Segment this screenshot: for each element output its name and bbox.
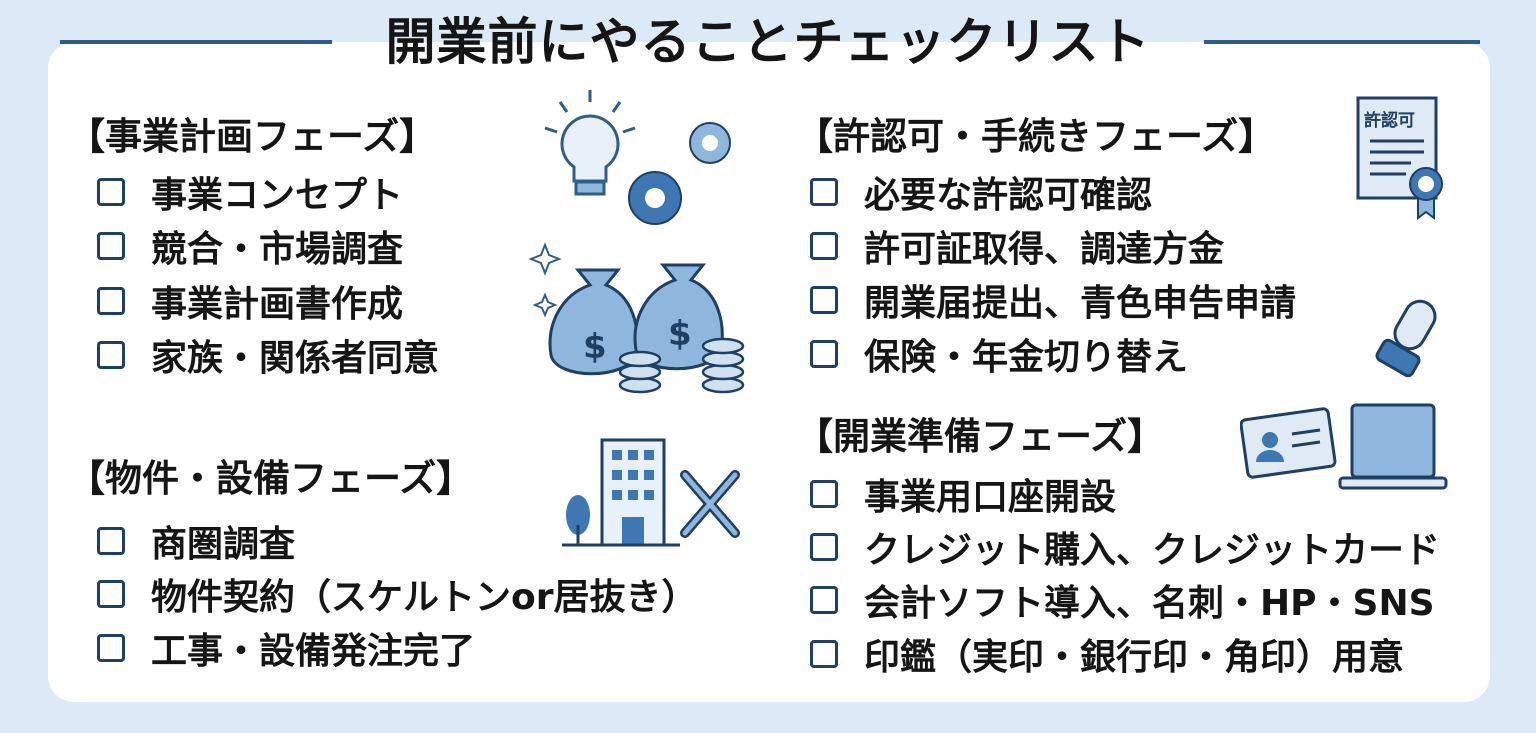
title-rule-left [60, 40, 332, 44]
checklist-item[interactable]: 許可証取得、調達方金 [810, 220, 1224, 272]
checklist-item[interactable]: 印鑑（実印・銀行印・角印）用意 [810, 628, 1404, 680]
section-heading-property: 【物件・設備フェーズ】 [68, 457, 474, 500]
checkbox[interactable] [97, 527, 125, 555]
lightbulb-gears-icon [544, 90, 731, 225]
checkbox[interactable] [97, 178, 125, 206]
checkbox[interactable] [97, 287, 125, 315]
item-label: 物件契約（スケルトンor居抜き） [151, 577, 698, 618]
item-label: 事業計画書作成 [151, 284, 404, 325]
checkbox[interactable] [810, 640, 838, 668]
checklist-item[interactable]: 会計ソフト導入、名刺・HP・SNS [810, 574, 1435, 626]
checkbox[interactable] [810, 340, 838, 368]
checkbox[interactable] [97, 341, 125, 369]
checkbox[interactable] [810, 480, 838, 508]
item-label: クレジット購入、クレジットカード [864, 530, 1441, 571]
certificate-label: 許認可 [1364, 111, 1415, 131]
item-label: 事業用口座開設 [864, 477, 1117, 518]
certificate-icon: 許認可 [1356, 96, 1443, 220]
checkbox[interactable] [97, 232, 125, 260]
checklist-item[interactable]: 商圏調査 [97, 515, 295, 567]
item-label: 商圏調査 [151, 524, 296, 565]
checkbox[interactable] [810, 586, 838, 614]
id-card-laptop-icon [1240, 403, 1448, 490]
checkbox[interactable] [810, 533, 838, 561]
page-title-text: 開業前にやることチェックリスト [385, 13, 1151, 71]
item-label: 印鑑（実印・銀行印・角印）用意 [864, 637, 1405, 678]
checklist-item[interactable]: 事業計画書作成 [97, 275, 403, 327]
checklist-item[interactable]: クレジット購入、クレジットカード [810, 521, 1440, 573]
checklist-item[interactable]: 工事・設備発注完了 [97, 622, 475, 674]
page-title: 開業前にやることチェックリスト [0, 2, 1536, 74]
item-label: 保険・年金切り替え [864, 337, 1189, 378]
checklist-item[interactable]: 事業コンセプト [97, 166, 403, 218]
checkbox[interactable] [810, 232, 838, 260]
item-label: 必要な許認可確認 [864, 175, 1153, 216]
checklist-item[interactable]: 事業用口座開設 [810, 468, 1116, 520]
item-label: 競合・市場調査 [151, 229, 404, 270]
item-label: 家族・関係者同意 [151, 338, 440, 379]
svg-text:$: $ [668, 314, 692, 354]
checklist-item[interactable]: 物件契約（スケルトンor居抜き） [97, 568, 698, 620]
section-heading-permits: 【許認可・手続きフェーズ】 [796, 115, 1276, 158]
item-label: 工事・設備発注完了 [151, 631, 476, 672]
building-tools-icon [562, 438, 740, 547]
checkbox[interactable] [97, 634, 125, 662]
checklist-item[interactable]: 競合・市場調査 [97, 220, 403, 272]
checklist-card [48, 42, 1490, 702]
stamp-icon [1375, 299, 1437, 378]
title-rule-right [1204, 40, 1480, 44]
item-label: 許可証取得、調達方金 [864, 229, 1225, 270]
checklist-item[interactable]: 保険・年金切り替え [810, 328, 1188, 380]
checklist-item[interactable]: 開業届提出、青色申告申請 [810, 274, 1296, 326]
checkbox[interactable] [810, 178, 838, 206]
checkbox[interactable] [810, 286, 838, 314]
item-label: 開業届提出、青色申告申請 [864, 283, 1297, 324]
section-heading-business-plan: 【事業計画フェーズ】 [68, 115, 437, 158]
item-label: 事業コンセプト [151, 175, 404, 216]
checklist-item[interactable]: 必要な許認可確認 [810, 166, 1152, 218]
section-heading-opening-prep: 【開業準備フェーズ】 [796, 415, 1165, 458]
checklist-item[interactable]: 家族・関係者同意 [97, 329, 439, 381]
svg-text:$: $ [583, 327, 607, 367]
checkbox[interactable] [97, 580, 125, 608]
money-bags-icon: $ $ [528, 242, 745, 394]
item-label: 会計ソフト導入、名刺・HP・SNS [864, 583, 1435, 624]
